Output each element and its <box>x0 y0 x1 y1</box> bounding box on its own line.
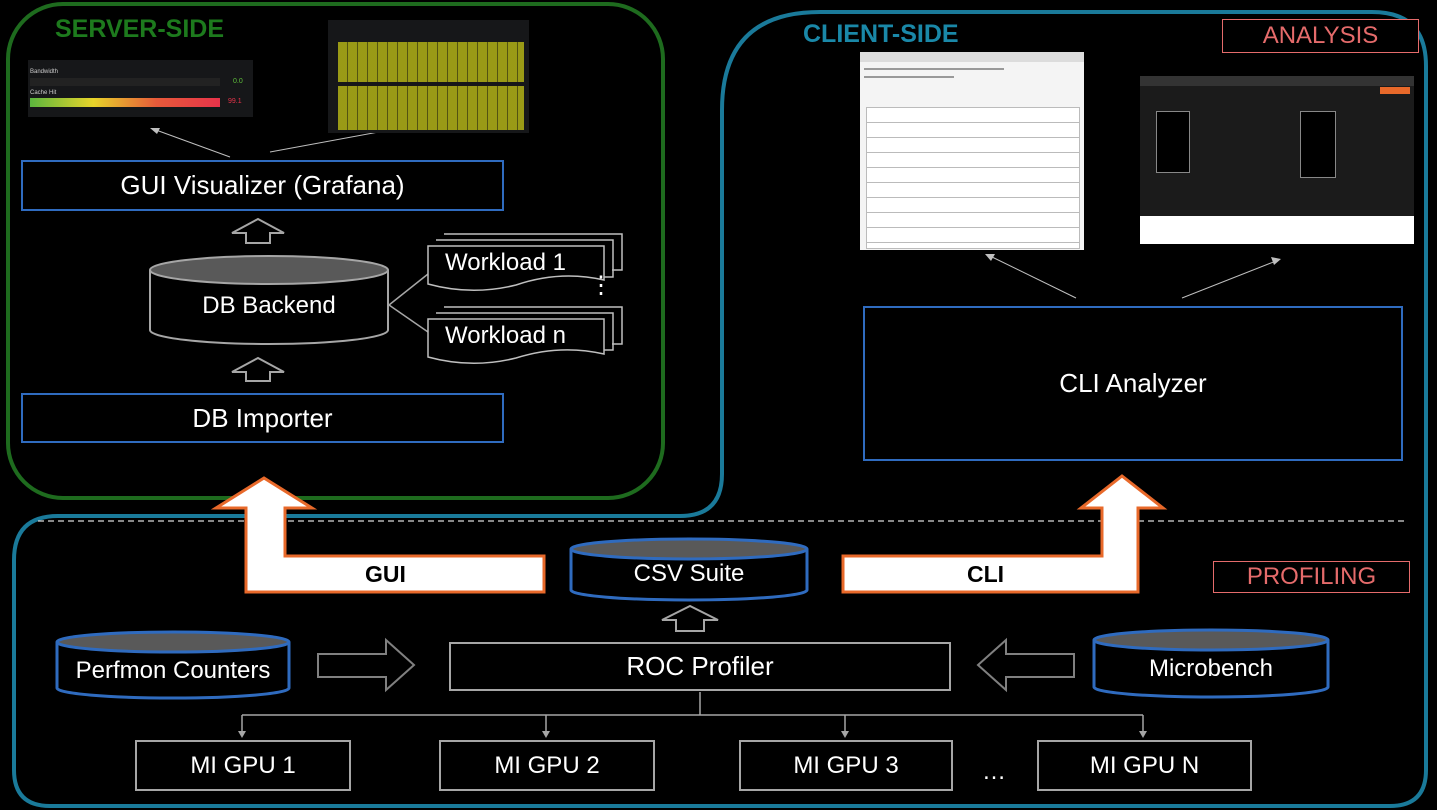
client-side-title: CLIENT-SIDE <box>803 20 959 48</box>
perfmon-counters-label: Perfmon Counters <box>75 657 271 684</box>
cache-hit-value: 99.1 <box>228 98 242 105</box>
gpu-box-2: MI GPU 2 <box>439 740 655 791</box>
workload-1-stack <box>427 233 623 291</box>
gpu-box-1: MI GPU 1 <box>135 740 351 791</box>
grafana-bar-chart-thumbnail <box>328 20 529 133</box>
cli-terminal-thumbnail <box>860 52 1084 250</box>
client-side-region <box>12 10 1428 808</box>
roc-profiler-box: ROC Profiler <box>449 642 951 691</box>
db-importer-box: DB Importer <box>21 393 504 443</box>
workload-n-label: Workload n <box>445 322 566 349</box>
microbench-cylinder <box>1092 628 1330 699</box>
up-arrow-roc-to-csv <box>661 604 719 632</box>
gui-arrow <box>210 476 546 594</box>
microbench-label: Microbench <box>1148 655 1274 682</box>
db-backend-cylinder <box>149 255 389 345</box>
workload-n-stack <box>427 306 623 364</box>
left-arrow-microbench <box>976 637 1075 693</box>
profiling-tag: PROFILING <box>1213 561 1410 593</box>
gui-arrow-label: GUI <box>365 561 406 587</box>
cli-arrow <box>841 474 1168 594</box>
analysis-tag: ANALYSIS <box>1222 19 1419 53</box>
grafana-dashboard-thumbnail: Bandwidth 0.0 Cache Hit 99.1 <box>28 60 253 117</box>
gui-visualizer-box: GUI Visualizer (Grafana) <box>21 160 504 211</box>
csv-suite-label: CSV Suite <box>633 560 745 587</box>
cache-hit-label: Cache Hit <box>30 90 57 96</box>
cli-arrow-label: CLI <box>967 561 1005 587</box>
gpu-box-3: MI GPU 3 <box>739 740 953 791</box>
server-side-region <box>6 2 665 500</box>
up-arrow-importer-to-db <box>231 356 285 382</box>
memory-chart-thumbnail <box>1140 76 1414 244</box>
gpu-box-n: MI GPU N <box>1037 740 1252 791</box>
db-backend-label: DB Backend <box>202 292 336 319</box>
svg-text:⋮: ⋮ <box>589 272 613 299</box>
cli-analyzer-box: CLI Analyzer <box>863 306 1403 461</box>
up-arrow-db-to-grafana <box>231 217 285 244</box>
bandwidth-value: 0.0 <box>233 78 243 85</box>
workload-1-label: Workload 1 <box>445 249 566 276</box>
gpu-ellipsis: … <box>982 758 1006 785</box>
bandwidth-label: Bandwidth <box>30 69 59 75</box>
server-side-title: SERVER-SIDE <box>55 15 225 43</box>
right-arrow-perfmon <box>317 637 416 693</box>
perfmon-counters-cylinder <box>55 630 291 700</box>
csv-suite-cylinder <box>569 537 809 602</box>
